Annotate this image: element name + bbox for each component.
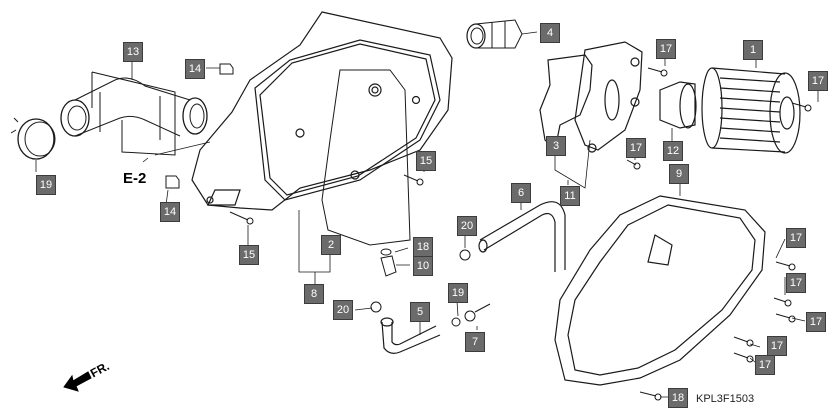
callout-17[interactable]: 17 <box>755 355 775 375</box>
callout-18[interactable]: 18 <box>413 237 433 257</box>
callout-17[interactable]: 17 <box>806 312 826 332</box>
callout-5[interactable]: 5 <box>410 302 430 322</box>
drawing-code: KPL3F1503 <box>696 393 755 405</box>
callout-11[interactable]: 11 <box>560 186 580 206</box>
callout-3[interactable]: 3 <box>546 136 566 156</box>
callout-14[interactable]: 14 <box>160 202 180 222</box>
callout-15[interactable]: 15 <box>239 245 259 265</box>
part-drain-tube <box>380 317 441 354</box>
callout-4[interactable]: 4 <box>540 23 560 43</box>
callout-17[interactable]: 17 <box>786 228 806 248</box>
callout-17[interactable]: 17 <box>626 138 646 158</box>
part-case-seal-gasket <box>321 69 411 246</box>
part-drain-plug <box>380 248 397 277</box>
callout-17[interactable]: 17 <box>786 273 806 293</box>
part-connecting-tube <box>60 71 208 156</box>
part-screws <box>229 67 812 401</box>
callout-9[interactable]: 9 <box>669 164 689 184</box>
callout-20[interactable]: 20 <box>333 300 353 320</box>
part-air-cleaner-cover <box>554 195 766 386</box>
part-connecting-band <box>659 81 697 129</box>
part-tube-clips <box>370 249 491 327</box>
callout-21[interactable]: 19 <box>36 175 56 195</box>
callout-2[interactable]: 2 <box>321 235 341 255</box>
callout-16[interactable]: 17 <box>808 71 828 91</box>
callout-10[interactable]: 10 <box>413 256 433 276</box>
callout-19[interactable]: 19 <box>448 283 468 303</box>
callout-6[interactable]: 6 <box>511 183 531 203</box>
callout-17[interactable]: 17 <box>656 39 676 59</box>
part-element-housing <box>539 41 643 153</box>
part-air-cleaner-case <box>191 11 453 211</box>
callout-7[interactable]: 7 <box>465 332 485 352</box>
front-direction-arrow-icon <box>63 371 92 392</box>
callout-17[interactable]: 17 <box>767 336 787 356</box>
callout-14[interactable]: 14 <box>185 59 205 79</box>
callout-17[interactable]: 18 <box>668 388 688 408</box>
callout-13[interactable]: 13 <box>123 42 143 62</box>
callout-15[interactable]: 15 <box>416 151 436 171</box>
part-air-cleaner-element <box>701 67 801 154</box>
callout-1[interactable]: 1 <box>743 40 763 60</box>
callout-12[interactable]: 12 <box>663 141 683 161</box>
callout-8[interactable]: 8 <box>304 284 324 304</box>
part-rubber-grommet <box>466 19 523 49</box>
callout-20[interactable]: 20 <box>457 216 477 236</box>
part-breather-tube <box>478 201 566 272</box>
part-collar <box>165 63 234 189</box>
part-tube-band <box>10 117 56 160</box>
reference-label: E-2 <box>123 170 147 187</box>
